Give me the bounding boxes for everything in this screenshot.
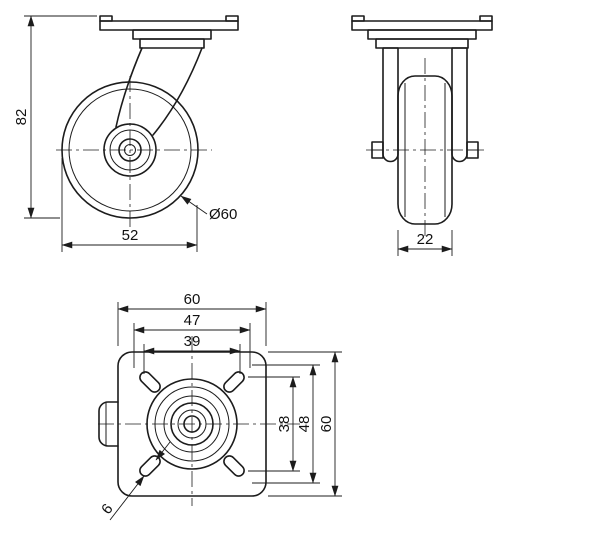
bearing-circle-2 [154,386,230,462]
wheel-front [397,75,453,225]
swivel-raceway-upper [367,29,477,40]
dim-bolt-spacing-outer: 47 [133,312,251,368]
dim-60-top-label: 60 [184,291,201,308]
bearing-circle-3 [163,395,221,453]
wheel-outer-circle [61,81,199,219]
dim-plate-height: 60 [268,351,342,497]
fork-edge-left [115,47,143,128]
swivel-raceway-lower [139,38,205,49]
dim-v-spacing-outer: 48 [252,364,320,484]
dim-wheel-diameter: Ø60 [180,195,237,223]
dim-82-label: 82 [13,109,30,126]
dim-39-label: 39 [184,333,201,350]
top-view: 60 47 39 38 48 [98,291,342,521]
plate-tab-right [225,15,239,22]
dim-base-width: 52 [61,158,198,252]
swivel-raceway-upper [132,29,212,40]
slot-bottom-left [139,455,161,477]
slot-top-right [223,371,245,393]
dim-d60-label: Ø60 [209,206,237,223]
axle-nut-circle [118,138,142,162]
dim-47-label: 47 [184,312,201,329]
dim-wheel-width: 22 [397,230,453,256]
bearing-circle-5 [177,409,207,439]
dim-overall-height: 82 [13,15,97,219]
slot-bottom-right [223,455,245,477]
kingpin-hole [183,415,201,433]
plate-tab-left [351,15,365,22]
side-view: 82 52 Ø60 [13,15,239,252]
plate-tab-right [479,15,493,22]
dim-52-label: 52 [122,227,139,244]
wheel-protrusion [98,401,119,447]
front-view: 22 [351,15,493,256]
swivel-raceway-lower [375,38,469,49]
hub-inner-circle [109,129,151,171]
dim-48-label: 48 [296,416,313,433]
dim-plate-width: 60 [117,291,267,346]
axle-bolt-circle [124,144,136,156]
plate-front [351,20,493,31]
dim-bolt-spacing-inner: 39 [143,333,241,374]
fork-leg-left [382,47,399,163]
dim-v-spacing-inner: 38 [248,376,300,472]
hub-outer-circle [103,123,157,177]
slot-top-left [139,371,161,393]
plate-tab-left [99,15,113,22]
fork-leg-right [451,47,468,163]
dim-22-label: 22 [417,231,434,248]
bearing-circle-1 [146,378,238,470]
fork-edge-right [152,47,203,136]
wheel-tread-circle [68,88,192,212]
dim-38-label: 38 [276,416,293,433]
bearing-circle-4 [170,402,214,446]
dim-60-right-label: 60 [318,416,335,433]
plate-side [99,20,239,31]
